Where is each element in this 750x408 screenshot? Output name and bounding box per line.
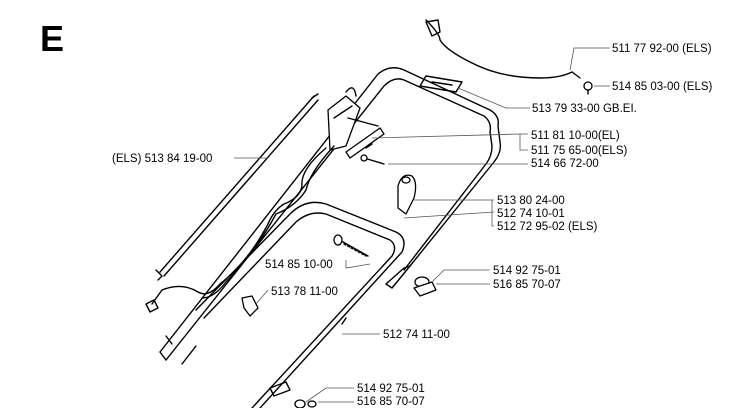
bolt-part <box>333 234 369 257</box>
part-label: 514 92 75-01 <box>357 383 425 395</box>
cable-screw-part <box>583 81 593 95</box>
wiring-cable-part <box>145 145 335 313</box>
decal-part <box>419 75 463 93</box>
part-label: 514 92 75-01 <box>493 265 561 277</box>
section-letter: E <box>40 18 64 59</box>
part-label: 513 78 11-00 <box>271 286 338 298</box>
part-label: 512 72 95-02 (ELS) <box>497 221 598 233</box>
part-label: (ELS) 513 84 19-00 <box>112 153 212 165</box>
switch-bracket-part <box>345 127 385 165</box>
switch-box-part <box>327 87 379 151</box>
control-cable-part <box>155 93 319 281</box>
part-label: 511 75 65-00(ELS) <box>531 145 627 157</box>
part-label: 513 79 33-00 GB.EI. <box>532 103 637 115</box>
knob-upper-part <box>413 276 437 297</box>
part-labels: 511 77 92-00 (ELS) 514 85 03-00 (ELS) 51… <box>112 43 713 408</box>
part-label: 514 85 03-00 (ELS) <box>612 81 713 93</box>
upper-handle-part <box>159 67 502 361</box>
part-label: 514 66 72-00 <box>531 158 599 170</box>
part-label: 511 77 92-00 (ELS) <box>612 43 712 55</box>
top-cable-part <box>425 19 581 79</box>
leader-lines <box>234 47 610 403</box>
part-label: 512 74 11-00 <box>383 329 450 341</box>
knob-lower-part <box>294 399 317 408</box>
part-label: 516 85 70-07 <box>357 396 425 408</box>
part-label: 513 80 24-00 <box>497 195 565 207</box>
clip-part <box>241 295 259 317</box>
lower-handle-part <box>181 201 405 408</box>
part-label: 516 85 70-07 <box>493 279 561 291</box>
part-label: 512 74 10-01 <box>497 208 565 220</box>
part-label: 511 81 10-00(EL) <box>531 130 620 142</box>
handle-bracket-part <box>397 174 417 215</box>
part-label: 514 85 10-00 <box>265 259 333 271</box>
